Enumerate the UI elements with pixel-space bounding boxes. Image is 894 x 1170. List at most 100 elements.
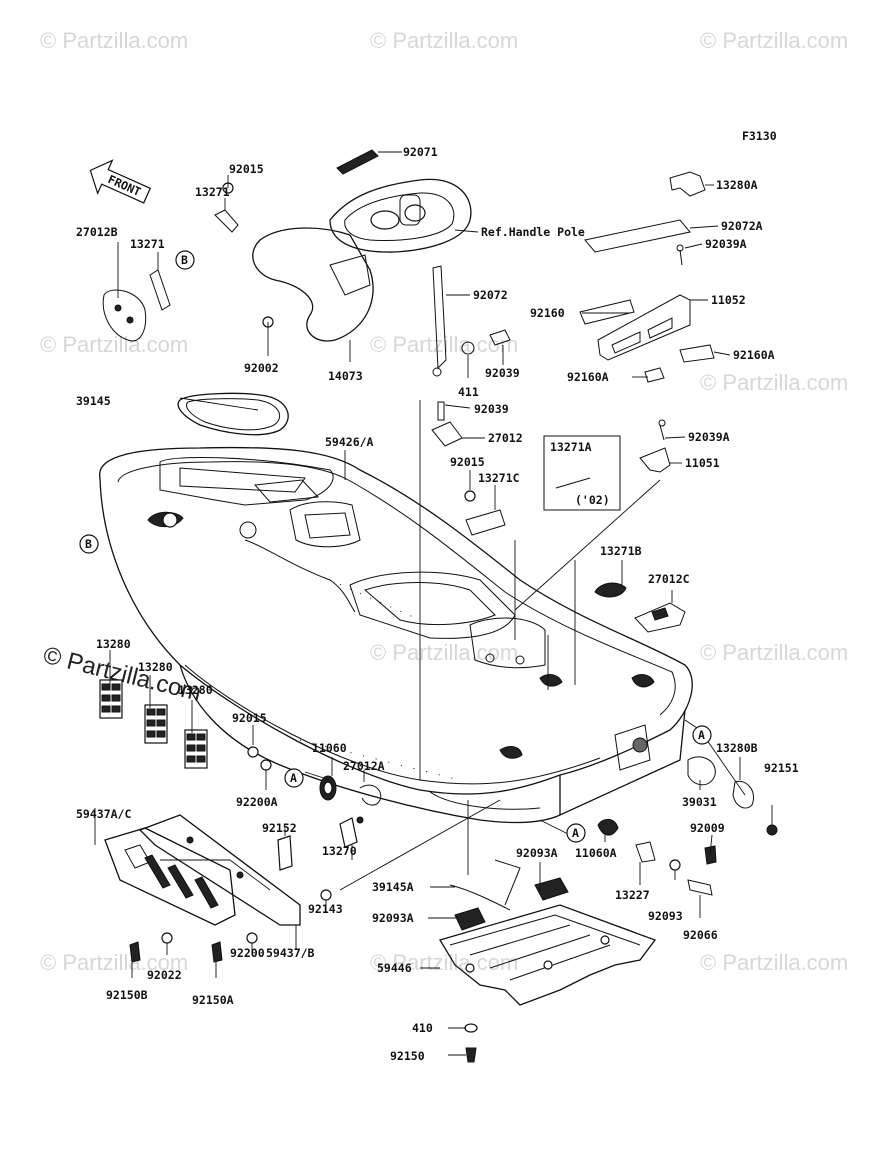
- watermark-text: © Partzilla.com: [700, 370, 848, 395]
- part-label-92151: 92151: [764, 761, 799, 775]
- part-label-92022: 92022: [147, 968, 182, 982]
- part-label-92002: 92002: [244, 361, 279, 375]
- callout-b-label: B: [181, 253, 188, 267]
- part-label-27012: 27012: [488, 431, 523, 445]
- part-label-92150b: 92150B: [106, 988, 148, 1002]
- gasket-39145: [177, 392, 289, 436]
- part-label-411: 411: [458, 385, 479, 399]
- grip-pad-92071: [336, 149, 379, 175]
- part-label-410: 410: [412, 1021, 433, 1035]
- watermark-layer: © Partzilla.com © Partzilla.com © Partzi…: [40, 28, 848, 975]
- part-label-11052: 11052: [711, 293, 746, 307]
- part-label-39145: 39145: [76, 394, 111, 408]
- part-label-13280: 13280: [138, 660, 173, 674]
- watermark-text: © Partzilla.com: [40, 28, 188, 53]
- part-label-39145a: 39145A: [372, 880, 414, 894]
- part-label-92039a: 92039A: [705, 237, 747, 251]
- clips-13271: [464, 490, 686, 633]
- part-label-13280: 13280: [178, 683, 213, 697]
- watermark-text: © Partzilla.com: [40, 332, 188, 357]
- part-label-92039: 92039: [485, 366, 520, 380]
- part-label-13280a: 13280A: [716, 178, 758, 192]
- part-label-39031: 39031: [682, 795, 717, 809]
- callout-b-2: B: [79, 534, 99, 554]
- part-label-13271c: 13271C: [478, 471, 520, 485]
- watermark-text: © Partzilla.com: [370, 332, 518, 357]
- small-brackets-left: [102, 182, 274, 342]
- watermark-text: © Partzilla.com: [370, 950, 518, 975]
- part-label-92093a: 92093A: [516, 846, 558, 860]
- watermark-text: © Partzilla.com: [40, 950, 188, 975]
- part-label-11060a: 11060A: [575, 846, 617, 860]
- part-label-59446: 59446: [377, 961, 412, 975]
- leader-lines: [94, 151, 773, 1056]
- front-arrow: FRONT: [89, 159, 152, 204]
- part-label-59437ac: 59437A/C: [76, 807, 131, 821]
- part-label-13280b: 13280B: [716, 741, 758, 755]
- box-13271A: [543, 435, 621, 511]
- part-label-59426a: 59426/A: [325, 435, 374, 449]
- part-labels: 92071 92015 13271 13271 27012B Ref.Handl…: [76, 145, 799, 1063]
- figure-code: F3130: [742, 129, 777, 143]
- watermark-text: © Partzilla.com: [700, 950, 848, 975]
- part-label-92072a: 92072A: [721, 219, 763, 233]
- intake-grate-59446: [439, 859, 657, 1063]
- part-label-92015: 92015: [232, 711, 267, 725]
- part-label-13271: 13271: [130, 237, 165, 251]
- seat-14073: [252, 227, 374, 342]
- part-label-59437b: 59437/B: [266, 946, 315, 960]
- part-label-13271a: 13271A: [550, 440, 592, 454]
- part-label-92009: 92009: [690, 821, 725, 835]
- part-label-13270: 13270: [322, 844, 357, 858]
- strap-92072: [431, 265, 511, 447]
- part-label-92160: 92160: [530, 306, 565, 320]
- part-label-92066: 92066: [683, 928, 718, 942]
- callout-a-label: A: [290, 771, 297, 785]
- part-label-14073: 14073: [328, 369, 363, 383]
- part-label-92015: 92015: [229, 162, 264, 176]
- callout-a-label: A: [698, 728, 705, 742]
- watermark-text: © Partzilla.com: [700, 640, 848, 665]
- hull-deck: [99, 446, 693, 824]
- ref-handle-pole-label: Ref.Handle Pole: [481, 225, 585, 239]
- right-lower-parts: [597, 756, 778, 896]
- part-label-13271: 13271: [195, 185, 230, 199]
- part-label-92160a: 92160A: [733, 348, 775, 362]
- clip-blocks-13280: [99, 679, 208, 769]
- part-label-92093: 92093: [648, 909, 683, 923]
- watermark-text: © Partzilla.com: [370, 28, 518, 53]
- part-label-92200a: 92200A: [236, 795, 278, 809]
- sponson-59437: [104, 814, 332, 963]
- part-label-92015: 92015: [450, 455, 485, 469]
- callout-b-1: B: [175, 250, 195, 270]
- part-label-92039a: 92039A: [688, 430, 730, 444]
- front-label: FRONT: [106, 172, 143, 199]
- part-label-13271b: 13271B: [600, 544, 642, 558]
- part-label-92093a: 92093A: [372, 911, 414, 925]
- parts-top-right: [579, 171, 715, 473]
- part-label-92200: 92200: [230, 946, 265, 960]
- callout-a-1: A: [284, 768, 304, 788]
- part-label-92150a: 92150A: [192, 993, 234, 1007]
- part-label-11051: 11051: [685, 456, 720, 470]
- part-label-92150: 92150: [390, 1049, 425, 1063]
- part-label-02: ('02): [575, 493, 610, 507]
- part-label-27012c: 27012C: [648, 572, 690, 586]
- callout-a-label: A: [572, 826, 579, 840]
- part-label-92071: 92071: [403, 145, 438, 159]
- part-label-92072: 92072: [473, 288, 508, 302]
- callout-b-label: B: [85, 537, 92, 551]
- part-label-92160a: 92160A: [567, 370, 609, 384]
- watermark-text: © Partzilla.com: [700, 28, 848, 53]
- part-label-13227: 13227: [615, 888, 650, 902]
- mid-small-parts: [247, 746, 382, 848]
- callout-a-2: A: [692, 725, 712, 745]
- part-label-13280: 13280: [96, 637, 131, 651]
- handle-pole-cover: [329, 178, 472, 253]
- part-label-11060: 11060: [312, 741, 347, 755]
- part-label-27012a: 27012A: [343, 759, 385, 773]
- part-label-92143: 92143: [308, 902, 343, 916]
- part-label-27012b: 27012B: [76, 225, 118, 239]
- watermark-text: © Partzilla.com: [370, 640, 518, 665]
